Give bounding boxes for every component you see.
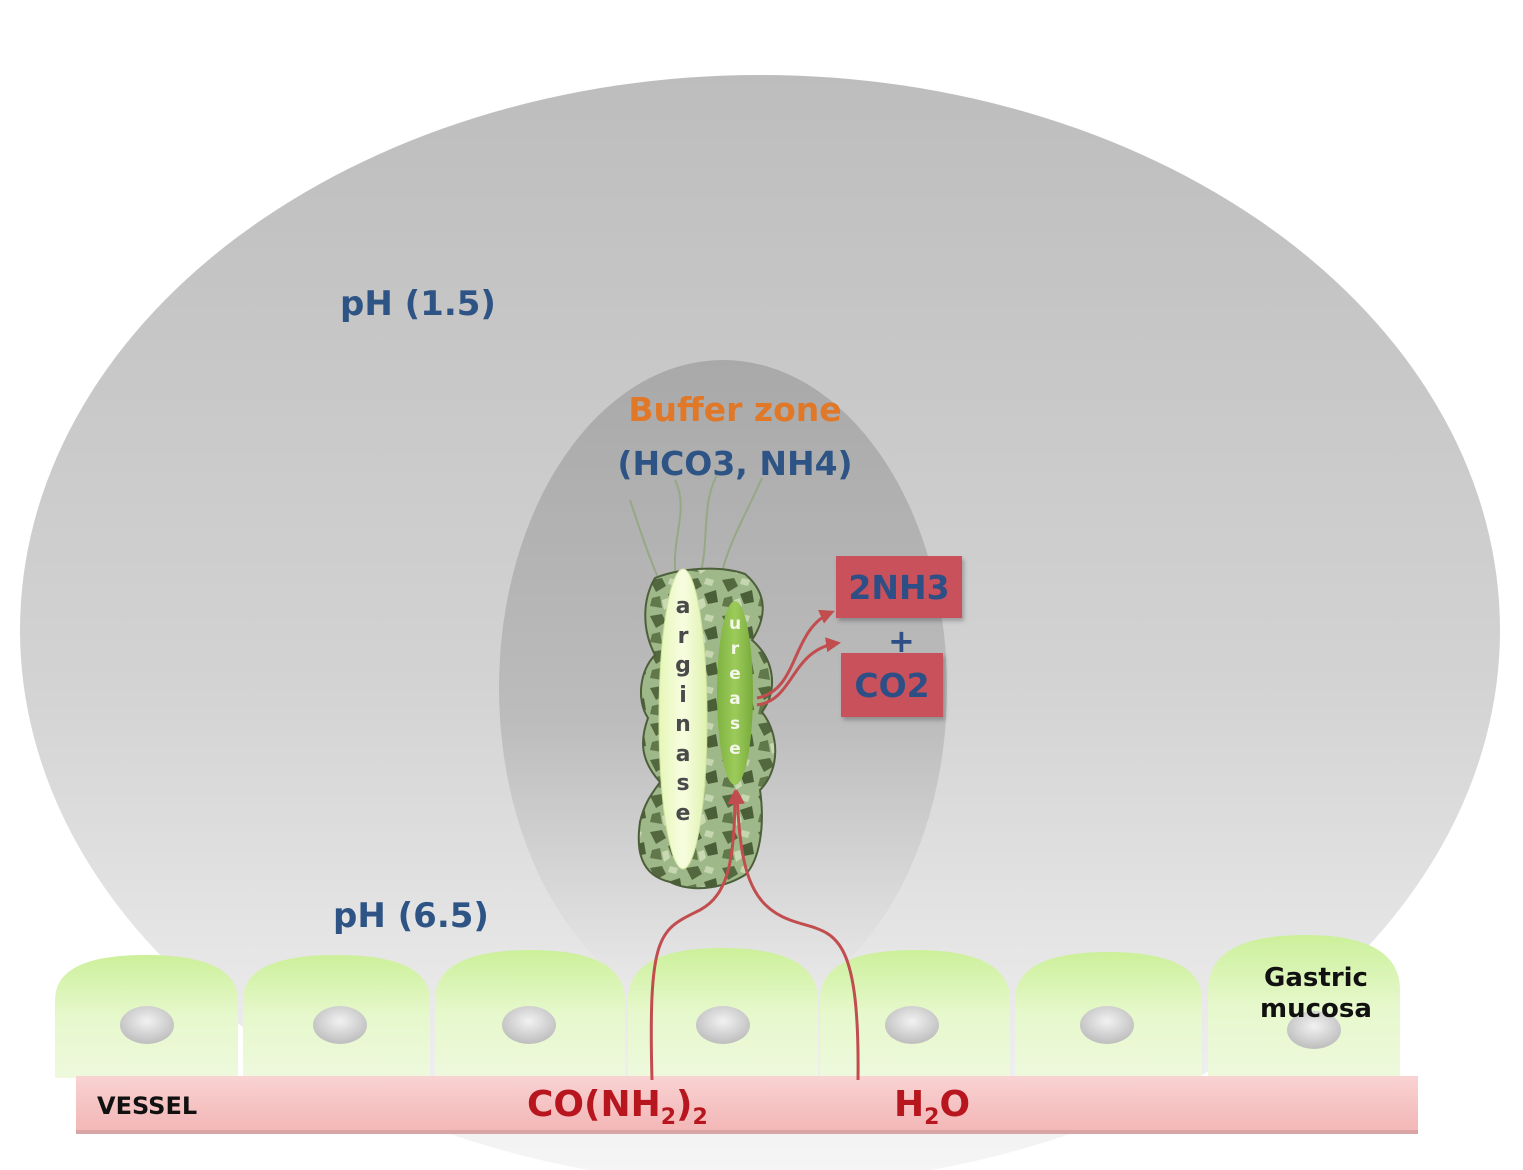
- product-ammonia-box: 2NH3: [836, 556, 962, 618]
- mucosa-cell: [1208, 935, 1400, 1078]
- urea-formula: CO(NH2)2: [527, 1084, 708, 1130]
- water-h: H: [894, 1084, 925, 1125]
- arginase-letter: s: [676, 771, 690, 796]
- cell-nucleus: [502, 1006, 556, 1044]
- urea-transport-arrow: [649, 789, 743, 1081]
- arginase-label: a r g i n a s e: [668, 592, 698, 828]
- urease-letter: e: [729, 664, 741, 684]
- cell-nucleus: [1287, 1011, 1341, 1049]
- arginase-letter: i: [679, 682, 687, 708]
- cell-nucleus: [120, 1006, 174, 1044]
- water-o: O: [939, 1084, 971, 1125]
- buffer-zone-title: Buffer zone: [628, 390, 842, 429]
- water-subscript: 2: [924, 1105, 940, 1131]
- mucosa-label-line2: mucosa: [1260, 994, 1372, 1025]
- product-co2-box: CO2: [841, 653, 943, 717]
- cell-nucleus: [313, 1006, 367, 1044]
- mucosa-label-line1: Gastric: [1264, 963, 1368, 993]
- urease-letter: r: [730, 639, 740, 659]
- cell-nucleus: [885, 1006, 939, 1044]
- cell-nuclei: [120, 1006, 1341, 1049]
- urea-subscript: 2: [660, 1105, 677, 1131]
- arginase-letter: r: [677, 623, 689, 649]
- arginase-enzyme: [658, 568, 708, 870]
- urease-letter: u: [728, 614, 742, 634]
- ph-neutral-label: pH (6.5): [333, 896, 489, 936]
- urease-enzyme: [717, 601, 753, 785]
- urease-letter: e: [729, 739, 741, 759]
- urease-letter: s: [729, 714, 741, 734]
- ph-acidic-label: pH (1.5): [340, 284, 496, 324]
- urea-text: CO(NH: [527, 1084, 661, 1125]
- urease-label: u r e a s e: [724, 612, 746, 762]
- vessel-label: VESSEL: [97, 1092, 198, 1120]
- urea-text-close: ): [676, 1084, 693, 1125]
- arginase-letter: a: [675, 741, 691, 767]
- cell-nucleus: [696, 1006, 750, 1044]
- arginase-letter: n: [675, 712, 691, 737]
- arginase-letter: e: [675, 800, 691, 826]
- gastric-mucosa-label: Gastric mucosa: [1248, 963, 1384, 1025]
- buffer-zone-contents: (HCO3, NH4): [617, 444, 853, 483]
- water-transport-arrow: [729, 789, 860, 1081]
- blood-vessel: [76, 1076, 1418, 1134]
- urease-letter: a: [729, 689, 741, 709]
- cell-nucleus: [1080, 1006, 1134, 1044]
- urea-subscript-outer: 2: [692, 1105, 708, 1131]
- water-formula: H2O: [894, 1084, 970, 1130]
- arrow-to-2nh3: [756, 609, 835, 700]
- arrow-to-co2: [756, 637, 841, 707]
- arginase-letter: a: [675, 594, 691, 619]
- arginase-letter: g: [675, 653, 691, 678]
- flagella: [629, 469, 763, 583]
